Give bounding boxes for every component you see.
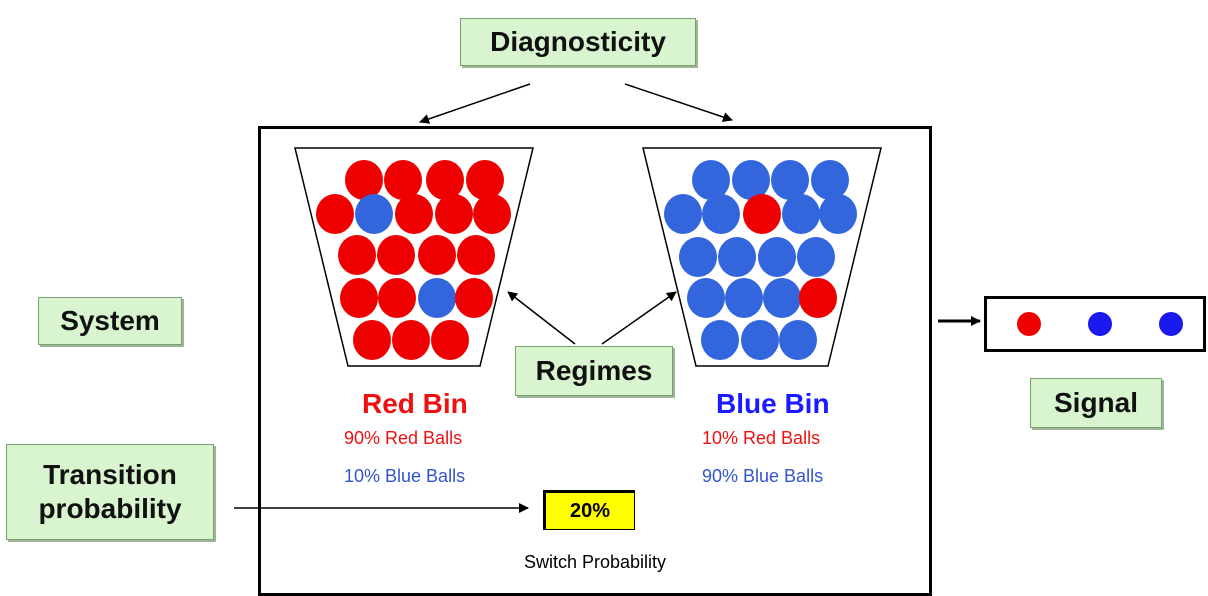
red-bin-red-ball bbox=[345, 160, 383, 200]
blue-bin-blue-ball bbox=[819, 194, 857, 234]
red-bin-red-ball bbox=[473, 194, 511, 234]
blue-bin-red-percentage: 10% Red Balls bbox=[702, 428, 821, 448]
signal-red-ball bbox=[1017, 312, 1041, 336]
red-bin-red-ball bbox=[431, 320, 469, 360]
blue-bin-blue-ball bbox=[702, 194, 740, 234]
red-bin-red-ball bbox=[384, 160, 422, 200]
red-bin-red-ball bbox=[426, 160, 464, 200]
red-bin-red-ball bbox=[340, 278, 378, 318]
blue-bin-title: Blue Bin bbox=[716, 388, 830, 419]
blue-bin-blue-ball bbox=[692, 160, 730, 200]
blue-bin-blue-ball bbox=[664, 194, 702, 234]
blue-bin-blue-ball bbox=[782, 194, 820, 234]
red-bin-red-ball bbox=[395, 194, 433, 234]
signal-balls bbox=[1017, 312, 1183, 336]
blue-bin-blue-ball bbox=[771, 160, 809, 200]
arrow-regimes-to-red bbox=[507, 291, 576, 345]
red-bin-blue-ball bbox=[418, 278, 456, 318]
arrow-regimes-to-blue bbox=[601, 291, 677, 345]
arrow-diag-to-blue bbox=[624, 83, 733, 122]
signal-blue-ball bbox=[1088, 312, 1112, 336]
red-bin-red-ball bbox=[418, 235, 456, 275]
red-bin-red-ball bbox=[466, 160, 504, 200]
blue-bin-blue-ball bbox=[679, 237, 717, 277]
red-bin-red-ball bbox=[378, 278, 416, 318]
transition-probability-label: Transition probability bbox=[6, 444, 214, 540]
blue-bin-blue-ball bbox=[718, 237, 756, 277]
red-bin-red-ball bbox=[353, 320, 391, 360]
blue-bin-blue-ball bbox=[732, 160, 770, 200]
blue-bin-blue-ball bbox=[811, 160, 849, 200]
red-bin-red-ball bbox=[457, 235, 495, 275]
blue-bin-blue-ball bbox=[763, 278, 801, 318]
diagnosticity-label: Diagnosticity bbox=[460, 18, 696, 66]
blue-bin-blue-percentage: 90% Blue Balls bbox=[702, 466, 824, 486]
blue-bin-blue-ball bbox=[779, 320, 817, 360]
system-label: System bbox=[38, 297, 182, 345]
blue-bin-red-ball bbox=[743, 194, 781, 234]
blue-bin-blue-ball bbox=[741, 320, 779, 360]
red-bin-red-ball bbox=[435, 194, 473, 234]
blue-bin-blue-ball bbox=[687, 278, 725, 318]
arrow-diag-to-red bbox=[419, 83, 531, 124]
switch-probability-value[interactable]: 20% bbox=[543, 490, 635, 530]
blue-bin-blue-ball bbox=[758, 237, 796, 277]
blue-bin-blue-ball bbox=[797, 237, 835, 277]
blue-bin-blue-ball bbox=[701, 320, 739, 360]
red-bin-red-ball bbox=[338, 235, 376, 275]
regimes-label: Regimes bbox=[515, 346, 673, 396]
red-bin-balls bbox=[316, 160, 511, 360]
red-bin-red-ball bbox=[377, 235, 415, 275]
red-bin-red-percentage: 90% Red Balls bbox=[344, 428, 463, 448]
red-bin-blue-percentage: 10% Blue Balls bbox=[344, 466, 466, 486]
signal-blue-ball bbox=[1159, 312, 1183, 336]
blue-bin-blue-ball bbox=[725, 278, 763, 318]
red-bin-red-ball bbox=[316, 194, 354, 234]
blue-bin-red-ball bbox=[799, 278, 837, 318]
switch-probability-label: Switch Probability bbox=[523, 552, 667, 572]
red-bin-title: Red Bin bbox=[362, 388, 468, 419]
red-bin-red-ball bbox=[392, 320, 430, 360]
red-bin-red-ball bbox=[455, 278, 493, 318]
signal-box bbox=[984, 296, 1206, 352]
signal-label: Signal bbox=[1030, 378, 1162, 428]
red-bin-blue-ball bbox=[355, 194, 393, 234]
blue-bin-balls bbox=[664, 160, 857, 360]
